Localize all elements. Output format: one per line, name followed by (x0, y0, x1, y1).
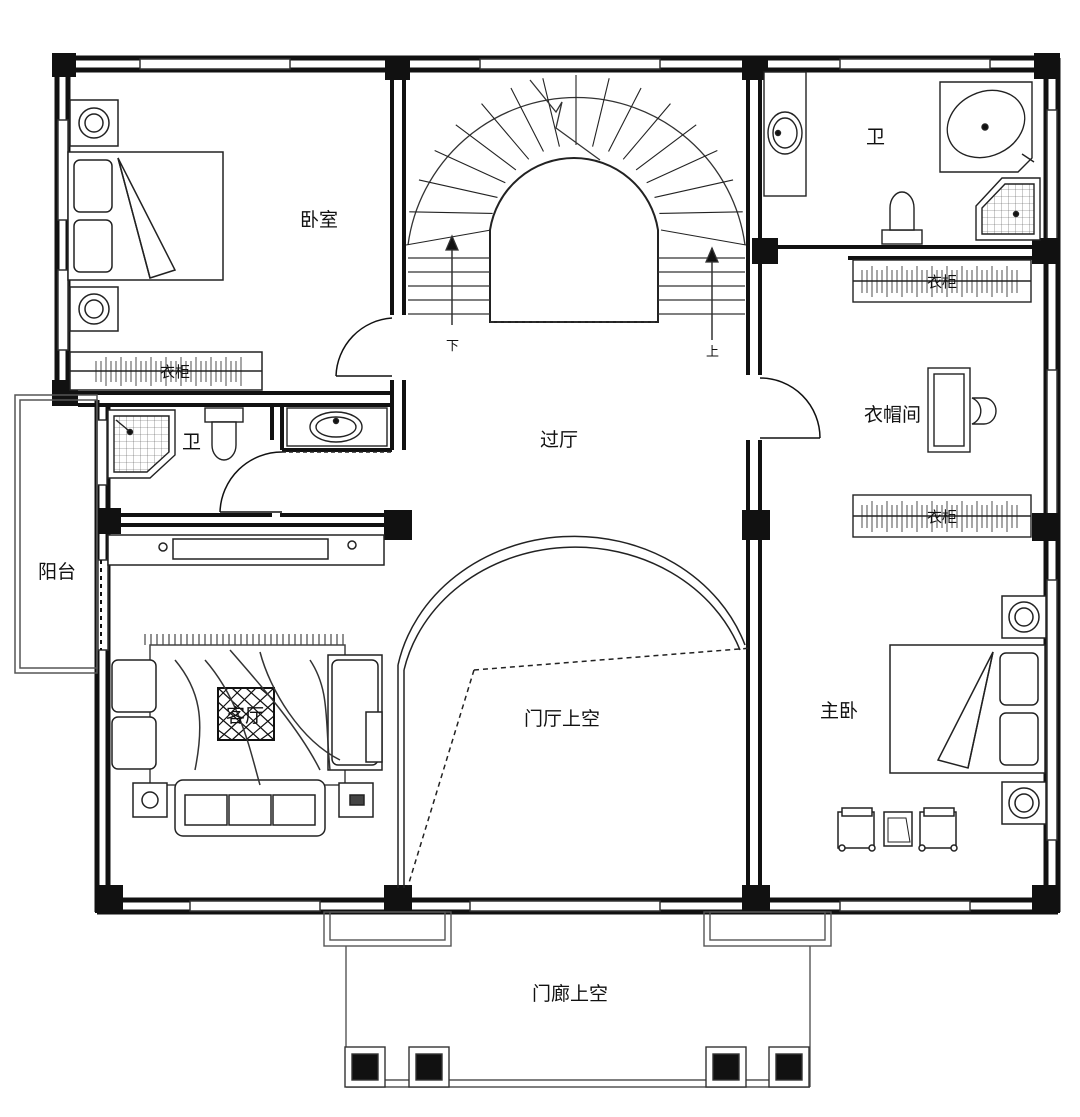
windows (57, 58, 1058, 912)
columns (52, 53, 1060, 913)
foyer-void-label: 门厅上空 (524, 708, 600, 730)
left-bath-label: 卫 (182, 431, 201, 453)
cloakroom-label: 衣帽间 (864, 404, 921, 426)
interior-walls (68, 70, 1034, 900)
right-bath-fixtures (763, 71, 1041, 245)
cloakroom-furniture (852, 259, 1032, 538)
living-room-label: 客厅 (226, 705, 264, 727)
wardrobe-label-2: 衣柜 (927, 273, 957, 291)
porch-columns (344, 1046, 810, 1088)
staircase (405, 75, 747, 340)
balcony (14, 394, 98, 674)
hall-label: 过厅 (540, 429, 578, 451)
master-bedroom-furniture (837, 595, 1047, 852)
master-bedroom-label: 主卧 (820, 700, 858, 722)
foyer-void (397, 535, 753, 888)
left-bath-fixtures (96, 407, 392, 486)
wardrobe-label-3: 衣柜 (927, 508, 957, 526)
porch-void-label: 门廊上空 (532, 983, 608, 1005)
wardrobe-label-1: 衣柜 (160, 363, 190, 381)
living-room-furniture (107, 534, 385, 837)
stair-down-label: 下 (446, 339, 459, 354)
stair-up-label: 上 (706, 345, 719, 360)
doors (100, 317, 821, 650)
right-bath-label: 卫 (866, 126, 885, 148)
bedroom-furniture (67, 99, 263, 391)
bedroom-label: 卧室 (300, 209, 338, 231)
balcony-label: 阳台 (38, 561, 76, 583)
